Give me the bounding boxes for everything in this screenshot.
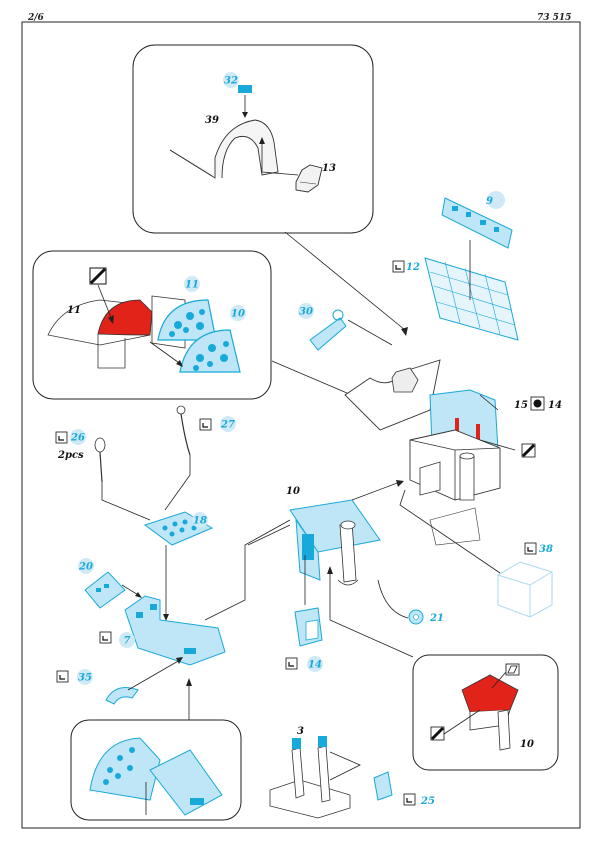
- callout-9: 9: [486, 196, 493, 207]
- callout-14: 14: [308, 660, 322, 671]
- detail-box-floor: [70, 678, 242, 821]
- seat-part-10: 10: [247, 480, 409, 619]
- callout-12: 12: [406, 262, 420, 273]
- floor-panel: 20 7 35: [56, 519, 291, 705]
- callout-30: 30: [299, 307, 313, 318]
- detail-box-instrument-panel: 11 10 11: [32, 250, 272, 400]
- callout-25: 25: [420, 796, 435, 807]
- callout-35: 35: [78, 673, 92, 684]
- callout-39: 39: [205, 115, 219, 126]
- part-14: 14: [285, 607, 323, 672]
- callout-32: 32: [224, 76, 238, 87]
- callout-3: 3: [297, 726, 304, 737]
- callout-15: 15: [514, 400, 528, 411]
- page-number: 2/6: [28, 13, 44, 23]
- part-3-assembly: 3 25: [269, 726, 435, 819]
- cockpit-assembly: 9 12 30 15 14: [298, 191, 562, 546]
- callout-11: 11: [67, 305, 81, 316]
- callout-26: 26: [70, 433, 85, 444]
- detail-box-headrest: 32 39 13: [132, 44, 374, 234]
- callout-38: 38: [539, 544, 553, 555]
- callout-26-note: 2pcs: [57, 450, 84, 461]
- callout-21: 21: [429, 613, 444, 624]
- instrument-parts: 26 2pcs 27 18: [55, 405, 236, 621]
- callout-10-seat: 10: [286, 486, 300, 497]
- callout-13: 13: [322, 163, 336, 174]
- page-border: [21, 21, 581, 829]
- callout-11-pe: 11: [185, 280, 199, 291]
- callout-7: 7: [124, 636, 131, 647]
- callout-20: 20: [78, 562, 93, 573]
- part-38: 38: [399, 489, 553, 618]
- callout-18: 18: [193, 516, 207, 527]
- product-code: 73 515: [537, 13, 572, 23]
- callout-14-mono: 14: [548, 400, 562, 411]
- callout-27: 27: [220, 420, 235, 431]
- detail-box-seat: 10: [327, 566, 559, 771]
- part-21: 21: [408, 609, 444, 625]
- callout-10-detail: 10: [520, 739, 534, 750]
- callout-10-pe: 10: [231, 309, 245, 320]
